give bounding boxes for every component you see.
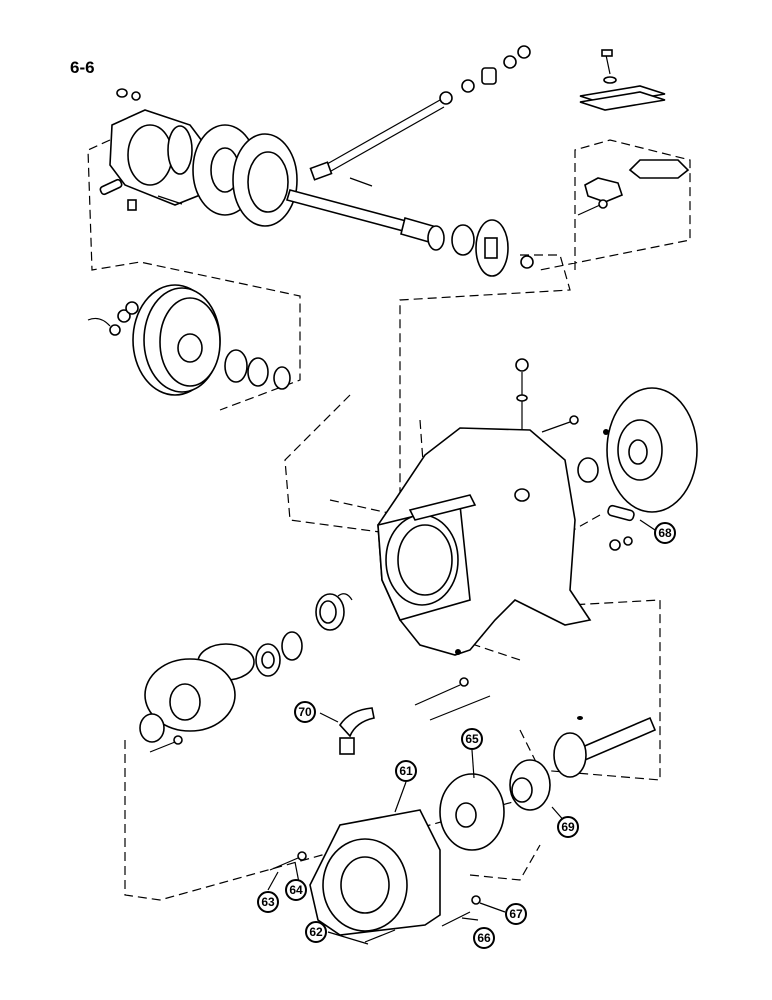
upper-shaft-assembly [99, 45, 534, 277]
svg-text:70: 70 [298, 705, 312, 719]
svg-text:69: 69 [561, 820, 575, 834]
svg-text:68: 68 [658, 526, 672, 540]
cover-plate-group [577, 49, 690, 216]
callout-64: 64 [285, 879, 307, 901]
callout-61: 61 [395, 760, 417, 782]
svg-text:61: 61 [399, 764, 413, 778]
callout-62: 62 [305, 921, 327, 943]
input-bearing-group [139, 593, 491, 755]
callout-70: 70 [294, 701, 316, 723]
output-shaft-group [439, 716, 657, 851]
page-label: 6-6 [70, 58, 95, 77]
svg-text:65: 65 [465, 732, 479, 746]
main-housing [377, 358, 592, 656]
svg-text:66: 66 [477, 931, 491, 945]
callout-65: 65 [461, 728, 483, 750]
svg-text:62: 62 [309, 925, 323, 939]
callout-66: 66 [473, 927, 495, 949]
pulley-group [87, 284, 291, 396]
svg-text:67: 67 [509, 907, 523, 921]
callout-63: 63 [257, 891, 279, 913]
callout-69: 69 [557, 816, 579, 838]
callout-68: 68 [654, 522, 676, 544]
callout-67: 67 [505, 903, 527, 925]
clutch-disc-group [541, 387, 698, 551]
svg-text:64: 64 [289, 883, 303, 897]
svg-text:63: 63 [261, 895, 275, 909]
